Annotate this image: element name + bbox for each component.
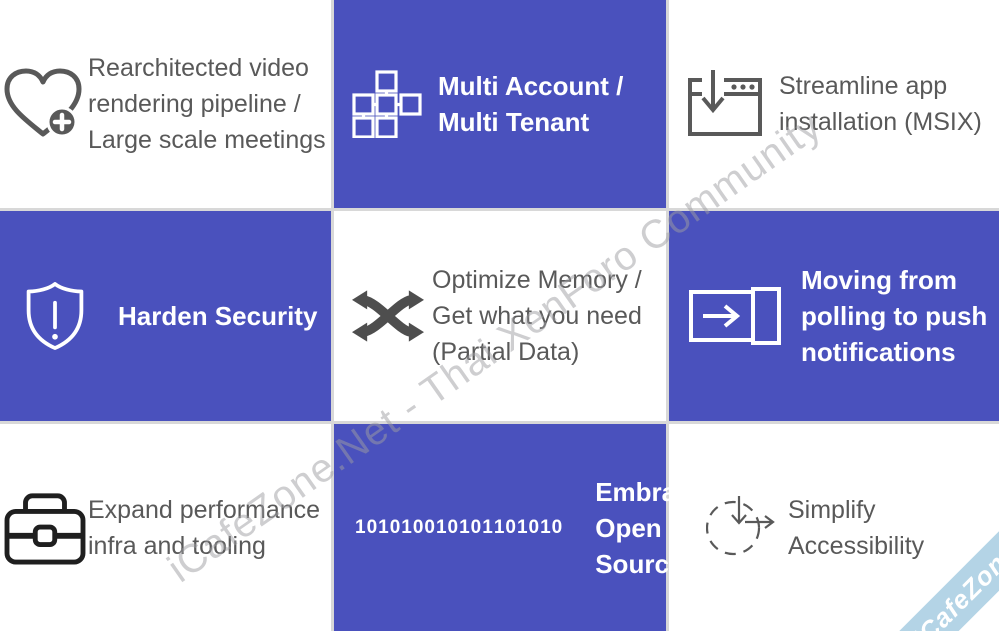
cell-label: Streamline app installation (MSIX) — [779, 72, 982, 136]
cell-label: Simplify Accessibility — [788, 495, 925, 560]
shield-alert-icon — [22, 280, 88, 352]
cell-label: Moving from polling to push notification… — [801, 265, 988, 367]
cell-label: Harden Security — [118, 301, 318, 331]
accessibility-arrows-icon — [706, 495, 778, 560]
cell-performance: Expand performance infra and tooling — [0, 424, 331, 631]
cell-open-source: 101010 010101 101010 Embrace Open Source — [334, 424, 705, 631]
cell-label: Expand performance infra and tooling — [88, 495, 321, 560]
cell-label: Rearchitected video rendering pipeline /… — [88, 54, 326, 154]
toolbox-icon — [4, 490, 86, 566]
cell-push-notifications: Moving from polling to push notification… — [669, 211, 999, 421]
push-arrow-icon — [689, 287, 783, 345]
cell-security: Harden Security — [0, 211, 331, 421]
cell-label: Optimize Memory / Get what you need (Par… — [432, 266, 642, 366]
heart-plus-icon — [2, 66, 84, 142]
cell-multi-account: Multi Account / Multi Tenant — [334, 0, 666, 208]
shuffle-icon — [352, 279, 424, 353]
binary-code-icon: 101010 010101 101010 — [355, 516, 564, 538]
cell-label: Multi Account / Multi Tenant — [438, 71, 624, 137]
cell-optimize-memory: Optimize Memory / Get what you need (Par… — [334, 211, 666, 421]
cell-accessibility: Simplify Accessibility — [669, 424, 999, 631]
app-install-icon — [686, 70, 766, 138]
cell-video-pipeline: Rearchitected video rendering pipeline /… — [0, 0, 331, 208]
cell-app-install: Streamline app installation (MSIX) — [669, 0, 999, 208]
org-chart-icon — [352, 70, 422, 138]
